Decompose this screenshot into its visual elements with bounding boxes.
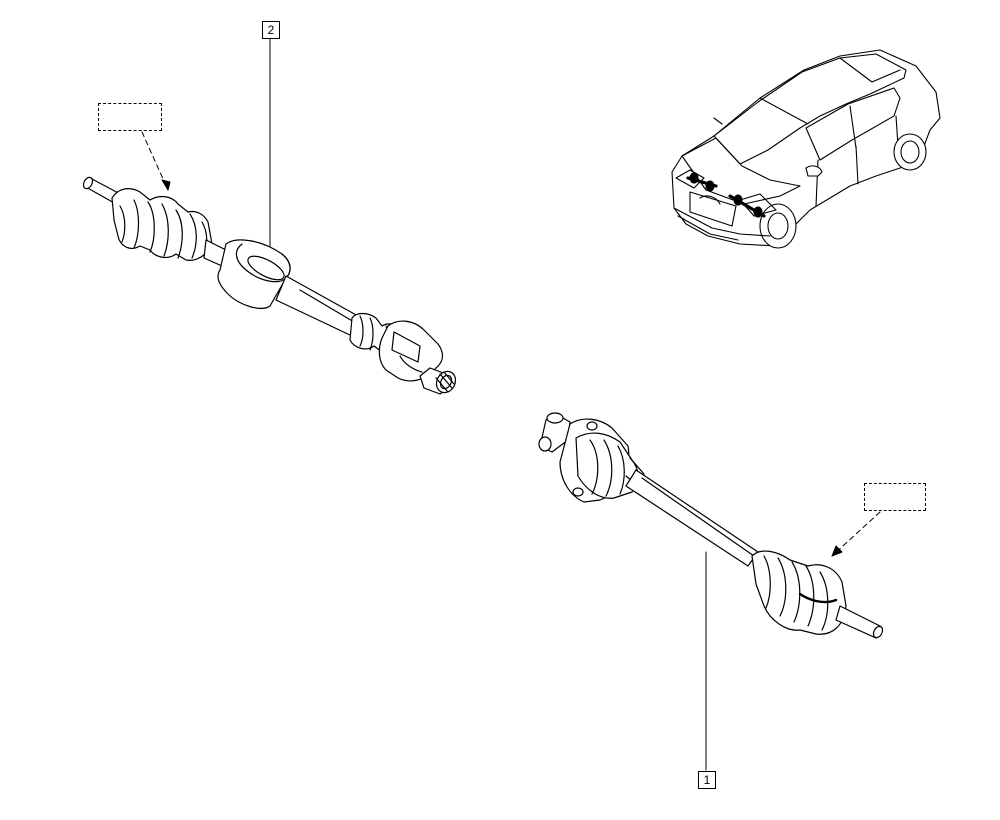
car-grille (689, 191, 737, 227)
vehicle-locator-illustration (671, 49, 941, 249)
left-outer-cv-boot (111, 188, 213, 261)
left-main-shaft (275, 275, 359, 337)
left-reference-leader (141, 131, 171, 191)
car-side-windows (805, 87, 901, 161)
left-driveshaft (82, 176, 457, 395)
left-reference-box (98, 103, 162, 131)
right-reference-leader (831, 511, 881, 557)
car-driveshaft-joints (689, 172, 763, 218)
car-headlight-left (675, 169, 705, 189)
right-outer-cv-boot (751, 550, 847, 635)
right-stub-axle (835, 605, 884, 639)
car-front-wheel (759, 203, 797, 249)
callout-2-label: 2 (262, 21, 280, 39)
right-driveshaft (538, 412, 884, 639)
left-splined-output (419, 367, 457, 395)
callout-1-label: 1 (698, 771, 716, 789)
right-reference-box (864, 483, 926, 511)
right-main-shaft (625, 469, 759, 567)
car-rear-wheel (893, 133, 927, 171)
left-intermediate-bearing (217, 239, 291, 309)
car-headlight-right (739, 193, 777, 217)
